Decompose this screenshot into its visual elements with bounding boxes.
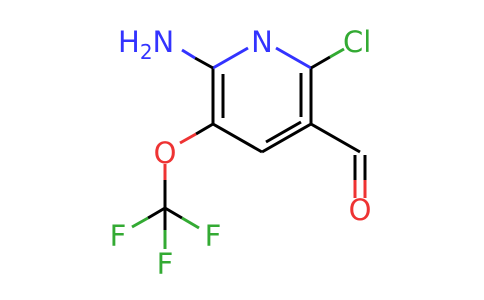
atom-chlorine: Cl xyxy=(343,25,371,59)
bond-c3-o-carbon xyxy=(195,122,214,136)
svg-text:H2N: H2N xyxy=(118,25,174,64)
bond-c2-n1 xyxy=(212,46,249,70)
amine-subscript-label: 2 xyxy=(140,40,153,64)
atom-carbonyl-oxygen: O xyxy=(349,193,372,227)
bond-c4-c5-inner xyxy=(265,120,302,144)
bond-cf3-fright-c xyxy=(164,206,183,220)
bond-c6-cl-cl xyxy=(329,47,345,59)
bond-cf3-fleft-f xyxy=(131,216,149,229)
amine-h-label: H xyxy=(118,25,140,59)
atom-fluorine-left: F xyxy=(110,219,127,253)
atom-ether-oxygen: O xyxy=(154,136,177,170)
atom-ring-nitrogen: N xyxy=(251,25,273,59)
atom-amine: H2N xyxy=(118,25,174,64)
bond-c2-amine-carbon xyxy=(194,56,214,70)
amine-n-label: N xyxy=(153,25,175,59)
bond-c2-amine-n xyxy=(181,48,196,60)
bond-c4-c5 xyxy=(261,122,312,154)
bond-cf3-fright-f xyxy=(181,216,200,230)
bond-cf3-fleft-c xyxy=(147,206,166,220)
bond-n1-c6 xyxy=(275,46,312,70)
bond-c5-cho xyxy=(310,122,361,154)
bond-c6-cl-carbon xyxy=(310,55,331,70)
atom-fluorine-right: F xyxy=(205,219,222,253)
bond-c3-o-oxygen xyxy=(179,132,197,145)
atom-fluorine-bottom: F xyxy=(157,247,174,281)
bond-c3-c4 xyxy=(212,122,263,154)
